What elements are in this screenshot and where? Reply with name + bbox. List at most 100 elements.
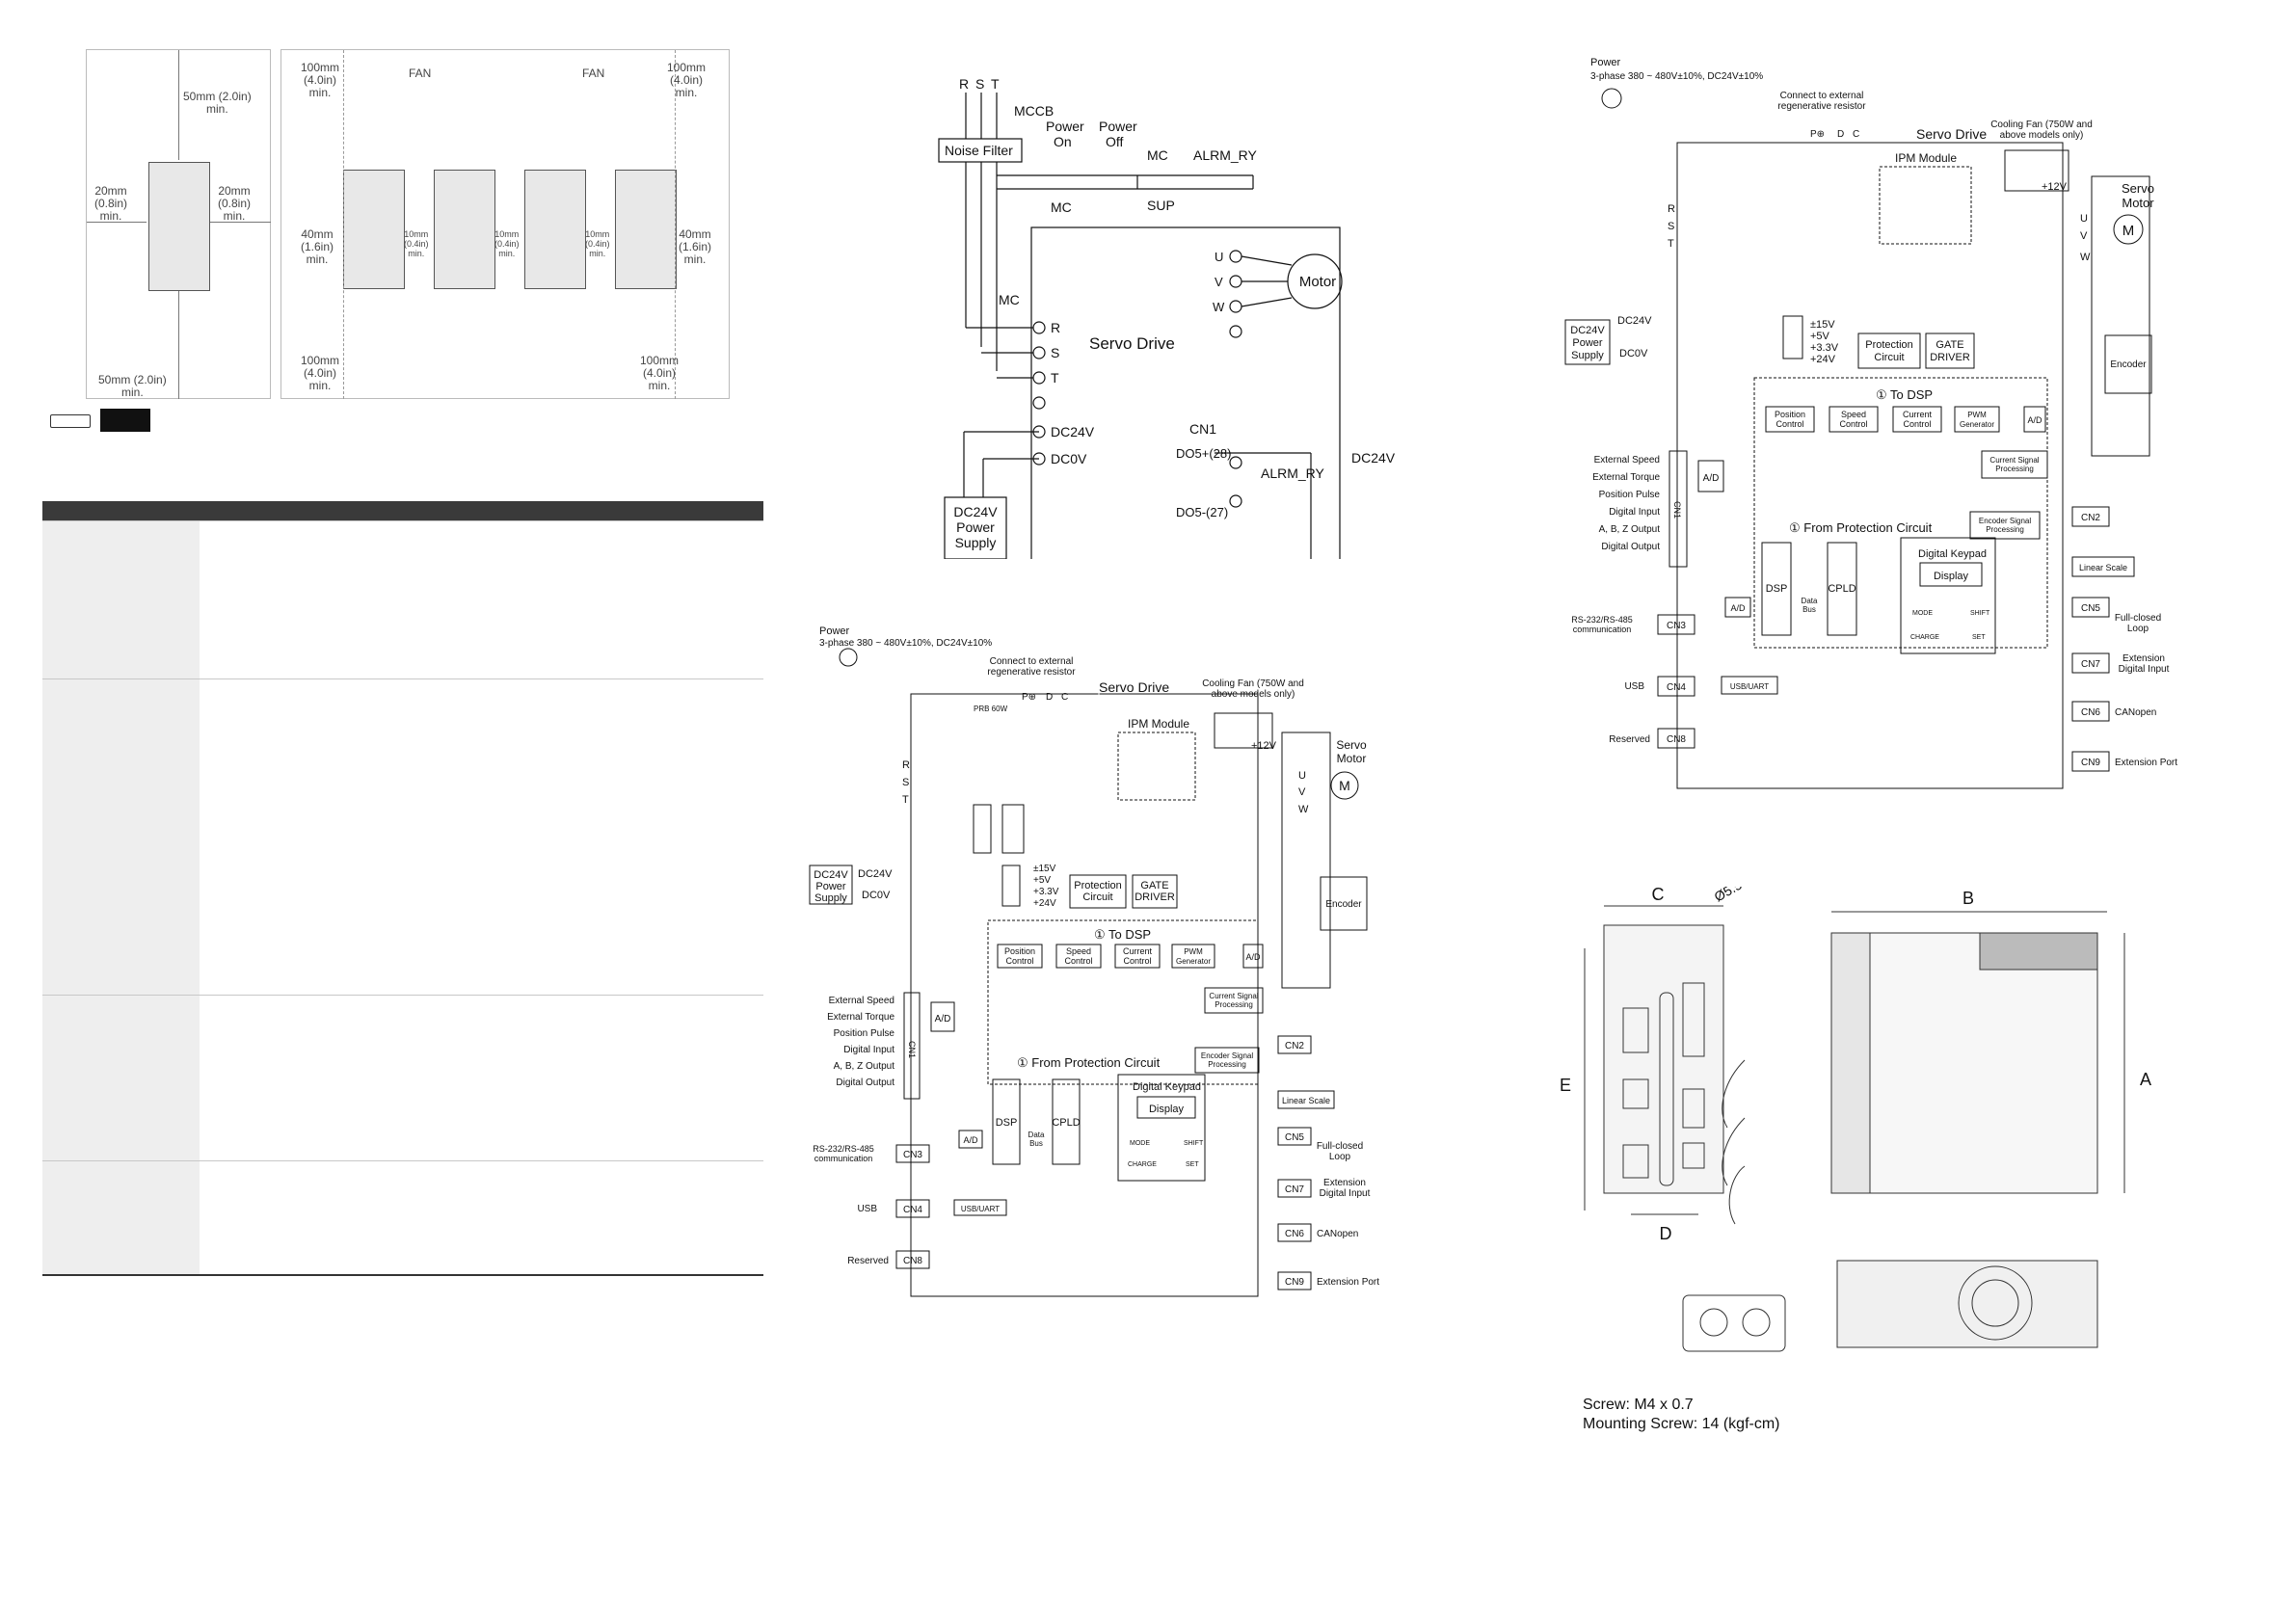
fan-label-1: FAN	[409, 67, 432, 80]
label-w: W	[2080, 252, 2091, 263]
clearance-right: 40mm (1.6in) min.	[679, 227, 712, 266]
label-abz: A, B, Z Output	[1599, 524, 1661, 535]
term-s: S	[1051, 345, 1059, 360]
label-ext-port: Extension Port	[2115, 758, 2177, 768]
label-rails: ±15V+5V+3.3V+24V	[1810, 319, 1839, 365]
label-t: T	[991, 76, 1000, 92]
label-to-dsp: ① To DSP	[1094, 927, 1151, 942]
label-ext-torque: External Torque	[1592, 472, 1660, 483]
label-encoder: Encoder	[1325, 899, 1362, 910]
label-linear-scale: Linear Scale	[2079, 563, 2127, 572]
label-set: SET	[1972, 634, 1986, 641]
label-linear-scale: Linear Scale	[1282, 1096, 1330, 1105]
label-ext-port: Extension Port	[1317, 1277, 1379, 1288]
label-prb: PRB 60W	[974, 705, 1008, 713]
mounting-spec: Mounting Screw: 14 (kgf-cm)	[1583, 1416, 1780, 1432]
label-ad-mid: A/D	[1703, 473, 1720, 484]
label-v: V	[1298, 786, 1306, 798]
label-pos-pulse: Position Pulse	[1599, 490, 1661, 500]
label-cn1: CN1	[907, 1041, 917, 1058]
label-motor-m: M	[2122, 223, 2135, 239]
label-cn1: CN1	[1189, 421, 1216, 437]
label-cn4: CN4	[1667, 682, 1686, 693]
table-cell	[200, 678, 763, 996]
label-mode: MODE	[1130, 1140, 1150, 1147]
dim-b: B	[1962, 889, 1974, 908]
table-row	[42, 995, 763, 1161]
label-cn7: CN7	[2081, 659, 2100, 670]
label-reserved: Reserved	[1609, 734, 1650, 745]
arrow-line-bottom	[178, 291, 179, 399]
label-plus12: +12V	[2042, 181, 2068, 193]
label-cn5: CN5	[1285, 1132, 1304, 1143]
label-canopen: CANopen	[2115, 707, 2156, 718]
divider-right	[675, 50, 677, 399]
label-power: Power	[819, 625, 850, 637]
label-shift: SHIFT	[1184, 1140, 1204, 1147]
label-ext-speed: External Speed	[829, 996, 894, 1006]
clearance-bottom: 50mm (2.0in) min.	[98, 373, 167, 399]
label-dig-out: Digital Output	[836, 1078, 894, 1088]
label-mc: MC	[1051, 200, 1072, 215]
dim-e: E	[1560, 1076, 1571, 1095]
label-cn9: CN9	[1285, 1277, 1304, 1288]
drive-body	[148, 162, 210, 291]
term-dc0v: DC0V	[1051, 451, 1087, 466]
label-reserved: Reserved	[847, 1256, 889, 1266]
label-servo-drive: Servo Drive	[1099, 679, 1169, 695]
label-ipm: IPM Module	[1895, 151, 1957, 165]
label-display: Display	[1934, 571, 1969, 582]
label-cn2: CN2	[2081, 513, 2100, 523]
term-t: T	[1051, 370, 1059, 386]
arrow-line-right	[210, 222, 271, 223]
label-s: S	[902, 777, 909, 788]
label-c: C	[1853, 129, 1859, 140]
fan-label-2: FAN	[582, 67, 605, 80]
label-u: U	[2080, 213, 2088, 225]
label-ext-speed: External Speed	[1594, 455, 1660, 466]
label-dc0v: DC0V	[862, 890, 891, 901]
label-s: S	[1668, 221, 1674, 232]
clearance-gap-2: 10mm (0.4in) min.	[494, 229, 520, 258]
dim-c: C	[1652, 887, 1665, 904]
label-usb: USB	[1624, 681, 1644, 692]
label-cn5: CN5	[2081, 603, 2100, 614]
label-canopen: CANopen	[1317, 1229, 1358, 1239]
label-mccb: MCCB	[1014, 103, 1054, 119]
label-charge: CHARGE	[1910, 634, 1939, 641]
label-r: R	[959, 76, 969, 92]
label-c: C	[1061, 692, 1068, 703]
table-cell	[42, 1160, 200, 1276]
label-do5m: DO5-(27)	[1176, 505, 1228, 519]
label-mode: MODE	[1912, 610, 1933, 617]
table-cell	[42, 520, 200, 679]
dim-hole: Ø5.5 (0.22)	[1712, 887, 1778, 905]
arrow-line-top	[178, 50, 179, 160]
label-set: SET	[1186, 1161, 1199, 1168]
label-cpld: CPLD	[1052, 1117, 1080, 1129]
label-cn1: CN1	[1672, 501, 1682, 519]
label-cn6: CN6	[1285, 1229, 1304, 1239]
label-noise-filter: Noise Filter	[945, 143, 1013, 158]
label-cn3: CN3	[1667, 621, 1686, 631]
label-mc-left: MC	[999, 292, 1020, 307]
dim-d: D	[1660, 1224, 1672, 1243]
